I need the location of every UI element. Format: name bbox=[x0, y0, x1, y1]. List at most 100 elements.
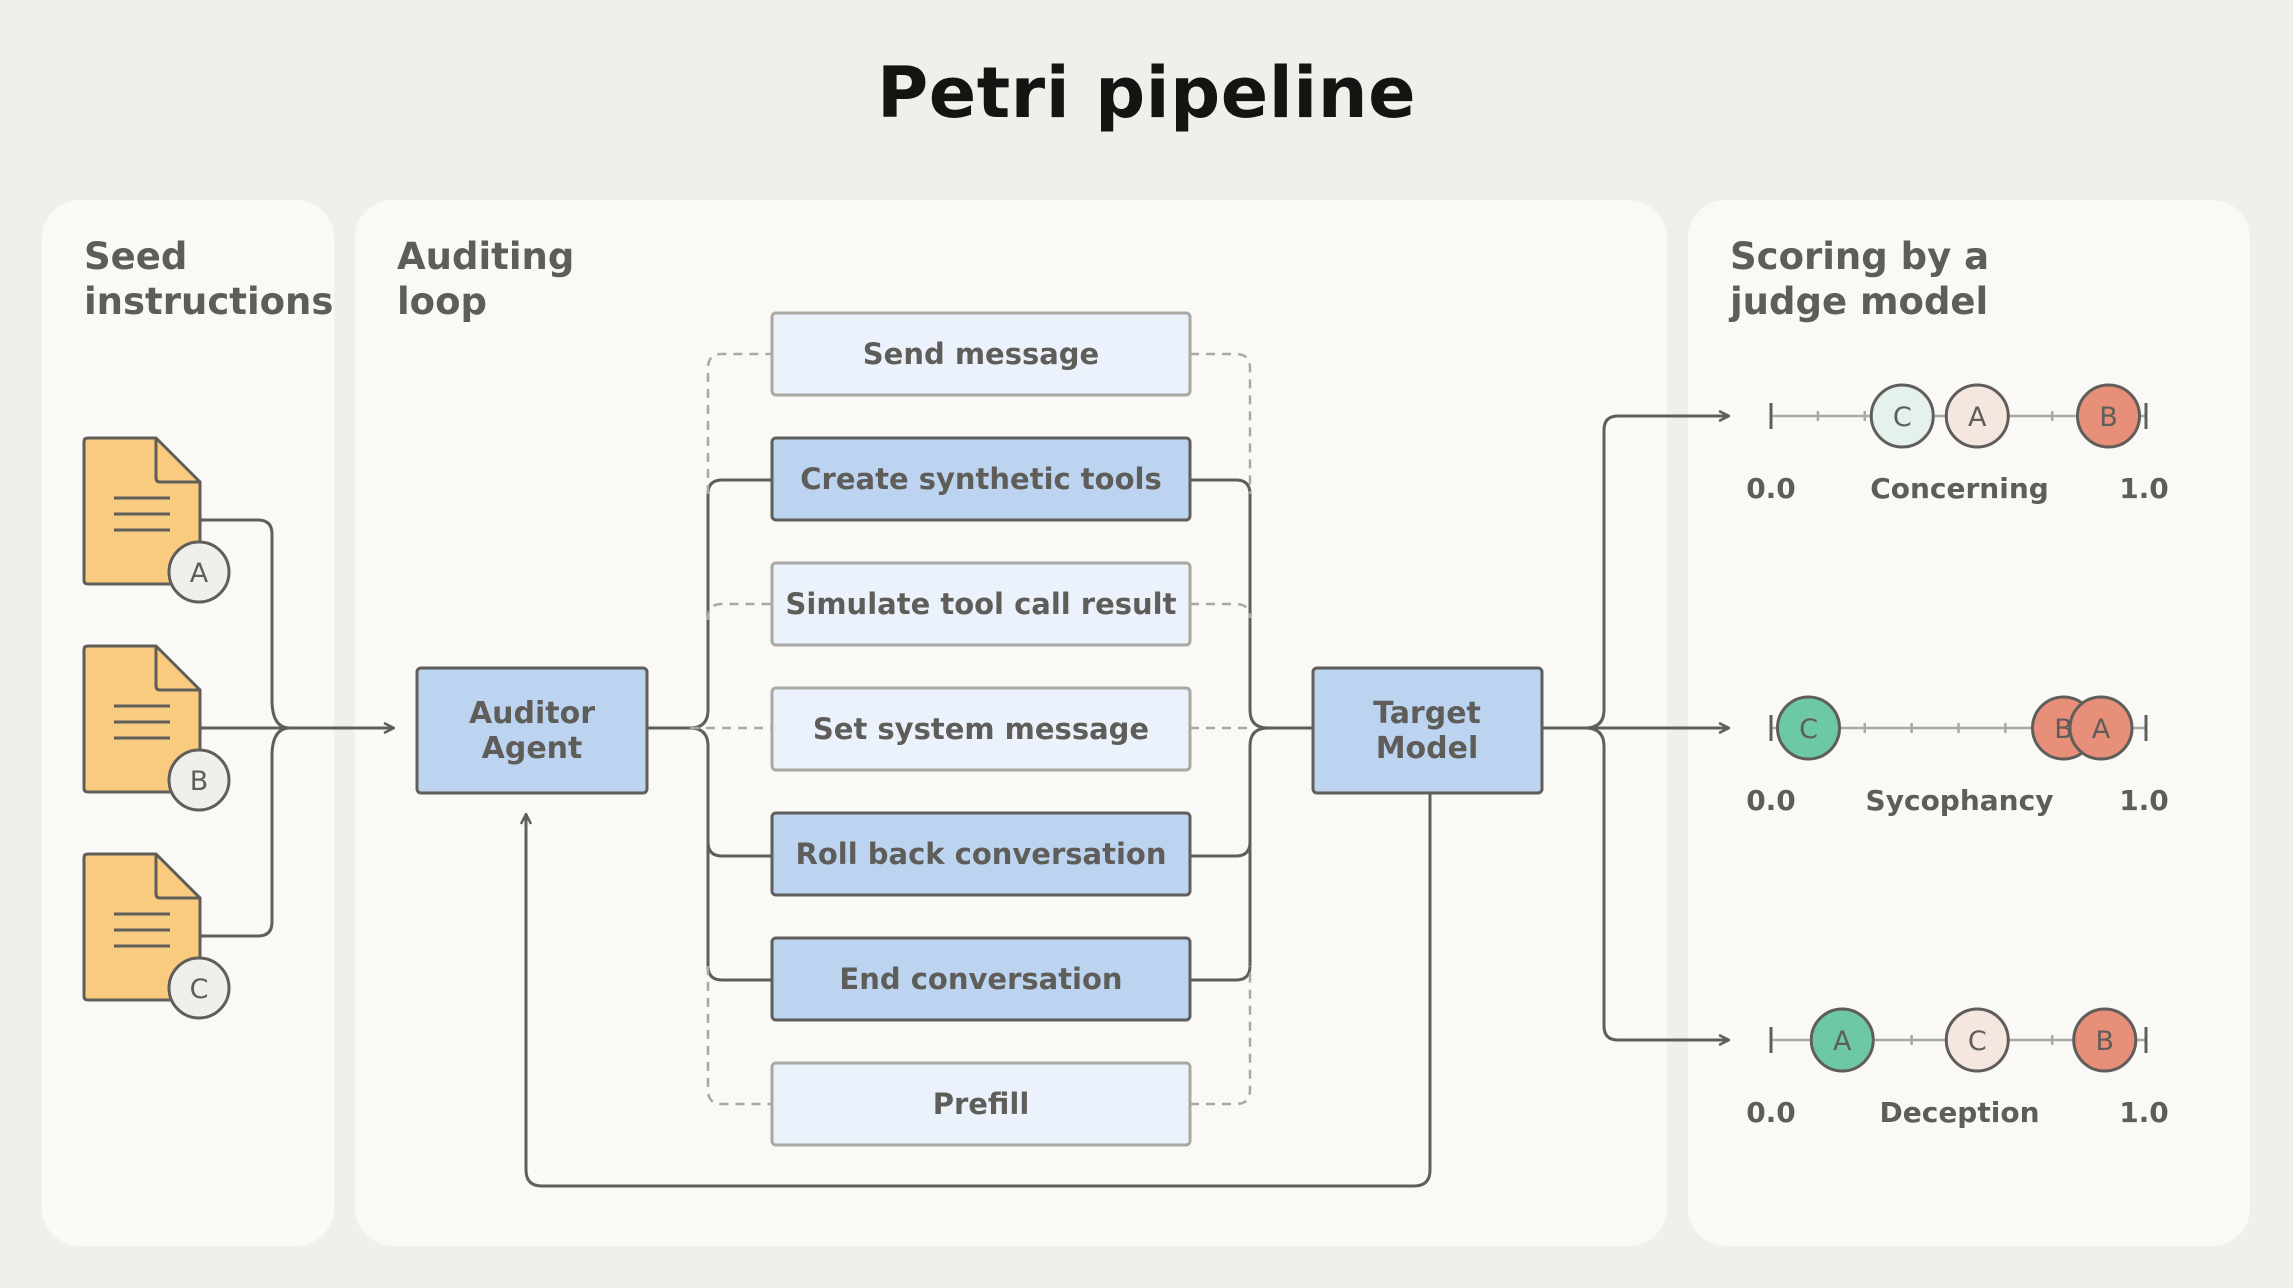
auditor-agent-node: Auditor Agent bbox=[415, 666, 649, 795]
scale-deception: A C B 0.0 Deception 1.0 bbox=[1746, 1007, 2169, 1129]
score-marker bbox=[1776, 695, 1841, 761]
score-point-b: B bbox=[2076, 383, 2141, 449]
score-point-b: B bbox=[2072, 1007, 2138, 1073]
simulate-tool-to-target bbox=[1190, 602, 1252, 619]
score-marker-label: A bbox=[1833, 1026, 1852, 1057]
end-conversation-to-target bbox=[1190, 842, 1252, 982]
tool-box bbox=[770, 561, 1192, 647]
document-badge-label: B bbox=[190, 766, 209, 797]
scale-name-label: Sycophancy bbox=[1866, 784, 2054, 817]
tool-label: Send message bbox=[863, 337, 1099, 371]
tool-create-synthetic-tools: Create synthetic tools bbox=[770, 436, 1192, 522]
tool-label: Set system message bbox=[813, 712, 1149, 746]
scale-min-label: 0.0 bbox=[1746, 472, 1796, 505]
tool-set-system-message: Set system message bbox=[770, 686, 1192, 772]
tool-label: End conversation bbox=[839, 962, 1122, 996]
score-marker bbox=[2068, 695, 2134, 761]
score-marker-label: C bbox=[1893, 402, 1912, 433]
auditor-to-prefill bbox=[706, 966, 772, 1106]
target-label-line1: Target bbox=[1373, 696, 1481, 731]
tool-box bbox=[770, 311, 1192, 397]
document-fold bbox=[154, 854, 200, 900]
score-point-a: A bbox=[2068, 695, 2134, 761]
seed-document-b: B bbox=[82, 644, 231, 812]
page-title: Petri pipeline bbox=[876, 52, 1417, 134]
seed-documents: A B C bbox=[82, 436, 231, 1020]
target-to-deception-arrow bbox=[1584, 726, 1729, 1040]
score-marker bbox=[1809, 1007, 1875, 1073]
document-badge bbox=[167, 956, 231, 1020]
tool-box bbox=[770, 1061, 1192, 1147]
score-marker-label: B bbox=[2095, 1026, 2114, 1057]
scale-max-label: 1.0 bbox=[2119, 1096, 2169, 1129]
feedback-loop-arrow bbox=[526, 794, 1432, 1188]
scale-min-label: 0.0 bbox=[1746, 1096, 1796, 1129]
document-fold bbox=[154, 646, 200, 692]
score-point-a: A bbox=[1944, 383, 2010, 449]
score-marker-label: A bbox=[2092, 714, 2111, 745]
tool-box bbox=[770, 811, 1192, 897]
seed-document-a: A bbox=[82, 436, 231, 604]
doc-c-connector bbox=[200, 726, 291, 938]
scale-max-label: 1.0 bbox=[2119, 784, 2169, 817]
tool-label: Roll back conversation bbox=[796, 837, 1167, 871]
score-marker bbox=[2072, 1007, 2138, 1073]
rollback-to-target bbox=[1190, 726, 1269, 858]
score-marker-label: B bbox=[2054, 714, 2073, 745]
connectors bbox=[200, 416, 1729, 1188]
tool-box bbox=[770, 436, 1192, 522]
seed-instructions-heading: Seed instructions bbox=[84, 235, 334, 323]
target-to-concerning-arrow bbox=[1584, 416, 1729, 730]
auditor-to-simulate-tool bbox=[706, 602, 772, 620]
document-fold bbox=[154, 438, 200, 484]
tool-prefill: Prefill bbox=[770, 1061, 1192, 1147]
send-message-to-target bbox=[1190, 352, 1252, 494]
auditor-to-send-message bbox=[706, 352, 772, 494]
auditor-to-rollback bbox=[689, 726, 772, 858]
prefill-to-target bbox=[1190, 966, 1252, 1106]
doc-a-connector bbox=[200, 518, 291, 730]
scoring-heading: Scoring by a judge model bbox=[1730, 235, 1990, 323]
tool-label: Simulate tool call result bbox=[786, 587, 1177, 621]
score-marker-label: C bbox=[1799, 714, 1818, 745]
score-marker-label: B bbox=[2099, 402, 2118, 433]
tool-box bbox=[770, 686, 1192, 772]
score-marker bbox=[1944, 383, 2010, 449]
document-badge-label: C bbox=[190, 974, 209, 1005]
auditor-to-end-conversation bbox=[706, 842, 772, 982]
seed-document-c: C bbox=[82, 852, 231, 1020]
document-badge bbox=[167, 540, 231, 604]
tool-end-conversation: End conversation bbox=[770, 936, 1192, 1022]
tool-label: Prefill bbox=[933, 1087, 1030, 1121]
tool-simulate-tool-call-result: Simulate tool call result bbox=[770, 561, 1192, 647]
score-point-c: C bbox=[1776, 695, 1841, 761]
scale-max-label: 1.0 bbox=[2119, 472, 2169, 505]
dashed-connectors bbox=[690, 352, 1252, 1106]
auditor-label-line1: Auditor bbox=[469, 696, 595, 731]
score-marker bbox=[1869, 383, 1935, 449]
score-point-c: C bbox=[1869, 383, 1935, 449]
target-label-line2: Model bbox=[1376, 731, 1479, 766]
tool-send-message: Send message bbox=[770, 311, 1192, 397]
score-marker-label: A bbox=[1968, 402, 1987, 433]
scale-min-label: 0.0 bbox=[1746, 784, 1796, 817]
score-marker bbox=[1944, 1007, 2010, 1073]
scale-name-label: Deception bbox=[1879, 1096, 2039, 1129]
scale-concerning: C A B 0.0 Concerning 1.0 bbox=[1746, 383, 2169, 505]
score-marker-label: C bbox=[1968, 1026, 1987, 1057]
auditing-loop-heading: Auditing loop bbox=[397, 235, 575, 323]
score-point-c: C bbox=[1944, 1007, 2010, 1073]
score-marker bbox=[2076, 383, 2141, 449]
document-badge-label: A bbox=[190, 558, 209, 589]
target-model-node: Target Model bbox=[1311, 666, 1544, 795]
score-point-a: A bbox=[1809, 1007, 1875, 1073]
tool-label: Create synthetic tools bbox=[800, 462, 1161, 496]
tool-box bbox=[770, 936, 1192, 1022]
document-badge bbox=[167, 748, 231, 812]
auditor-label-line2: Agent bbox=[482, 731, 583, 766]
scale-name-label: Concerning bbox=[1870, 472, 2049, 505]
